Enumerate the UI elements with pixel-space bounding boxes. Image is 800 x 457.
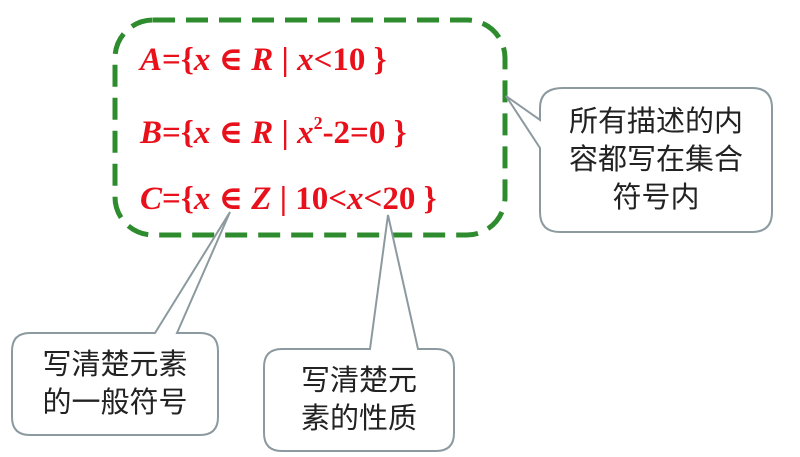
set-c-definition: C={x ∈ Z | 10<x<20 }: [140, 183, 437, 216]
dashed-set-box: [112, 17, 508, 238]
right-callout-line: 容都写在集合: [568, 142, 743, 176]
right-callout-text: 所有描述的内 容都写在集合 符号内: [540, 102, 772, 216]
set-c-cond-pre: 10<: [295, 181, 348, 217]
set-a-open: ={: [162, 42, 194, 78]
set-c-bar: |: [271, 181, 296, 217]
set-a-universe: R: [251, 42, 274, 78]
set-b-cond-var: x: [297, 115, 314, 151]
set-c-condition: <20 }: [363, 181, 437, 217]
set-b-member: ∈: [210, 115, 252, 151]
set-a-var: x: [193, 42, 211, 78]
set-c-name: C: [140, 181, 163, 217]
set-a-name: A: [140, 42, 163, 78]
middle-callout-box: [263, 214, 455, 452]
left-callout-line: 写清楚元素: [42, 347, 188, 381]
set-b-exponent: 2: [313, 113, 323, 133]
set-b-condition: -2=0 }: [322, 115, 407, 151]
set-a-cond-var: x: [297, 42, 314, 78]
left-callout-text: 写清楚元素 的一般符号: [12, 345, 218, 421]
right-callout-box: [505, 87, 773, 233]
set-c-open: ={: [162, 181, 194, 217]
left-callout-line: 的一般符号: [42, 385, 188, 419]
right-callout-line: 符号内: [612, 180, 700, 214]
middle-callout-text: 写清楚元 素的性质: [264, 361, 454, 437]
set-c-var: x: [193, 181, 211, 217]
set-c-member: ∈: [210, 181, 252, 217]
set-b-definition: B={x ∈ R | x2-2=0 }: [140, 114, 407, 150]
set-b-var: x: [193, 115, 211, 151]
set-a-member: ∈: [210, 42, 252, 78]
set-a-bar: |: [273, 42, 298, 78]
middle-callout-line: 写清楚元: [300, 363, 417, 397]
set-c-universe: Z: [251, 181, 272, 217]
set-b-name: B: [140, 115, 163, 151]
set-a-condition: <10 }: [313, 42, 387, 78]
set-b-universe: R: [251, 115, 274, 151]
right-callout-line: 所有描述的内: [568, 104, 743, 138]
middle-callout-line: 素的性质: [300, 401, 417, 435]
set-b-open: ={: [162, 115, 194, 151]
left-callout-box: [11, 211, 231, 436]
set-b-bar: |: [273, 115, 298, 151]
set-c-cond-var: x: [347, 181, 364, 217]
set-a-definition: A={x ∈ R | x<10 }: [140, 44, 387, 77]
